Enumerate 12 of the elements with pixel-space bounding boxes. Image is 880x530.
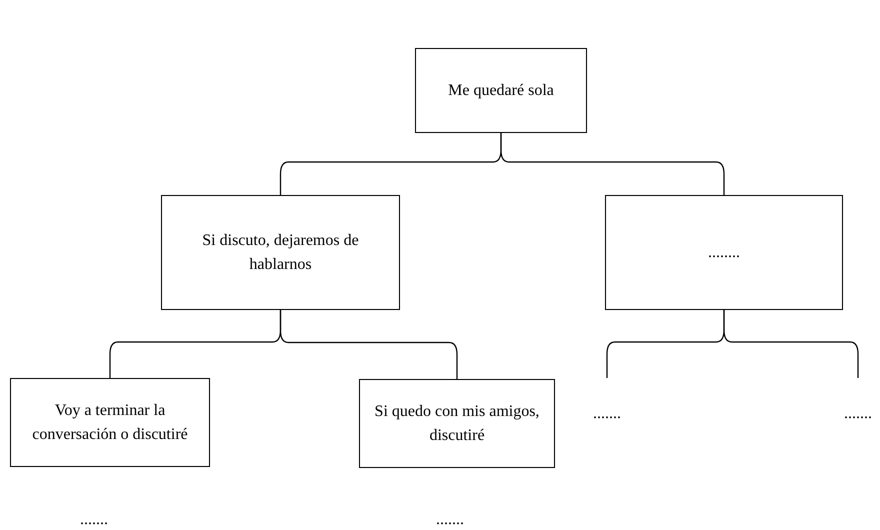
ellipsis-text: .......: [80, 510, 108, 530]
bracket-connector: [500, 133, 725, 195]
ellipsis-text: .......: [836, 378, 880, 430]
text-box: Si quedo con mis amigos, discutiré: [359, 379, 555, 468]
text-box: Voy a terminar la conversación o discutiré: [10, 378, 210, 467]
bracket-connector: [280, 310, 458, 379]
text-box: Si discuto, dejaremos de hablarnos: [161, 195, 400, 310]
text-box: Me quedaré sola: [415, 48, 587, 133]
text-box: ........: [605, 195, 843, 310]
ellipsis-text: .......: [585, 378, 629, 430]
bracket-connector: [723, 310, 859, 378]
ellipsis-text: .......: [436, 510, 464, 530]
